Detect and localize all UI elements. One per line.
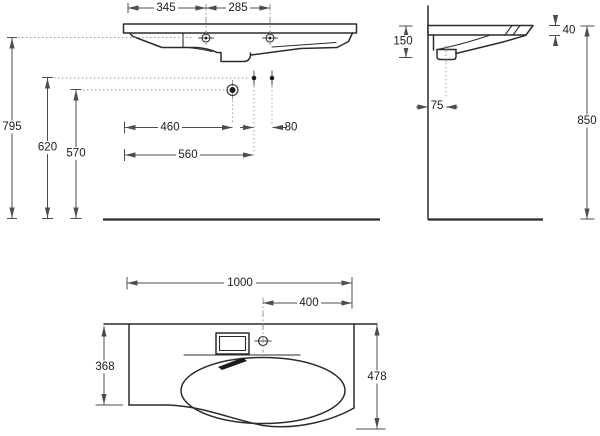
faucet-hole-symbol-left: [198, 33, 214, 43]
front-body-left-outline: [128, 32, 252, 63]
dim-label-285: 285: [228, 2, 247, 14]
front-inner-bowl-curve: [182, 46, 213, 53]
front-countertop: [122, 23, 358, 34]
front-inner-rim-line: [271, 41, 337, 48]
dim-label-570: 570: [66, 148, 85, 160]
dim-label-150: 150: [393, 36, 412, 48]
fixing-hole-marker-1: [251, 70, 257, 86]
front-view: 345 285 795 620 570 460 80 560: [1, 1, 380, 221]
dim-label-795: 795: [2, 121, 21, 133]
side-bowl-inner-curve: [436, 34, 490, 51]
plan-view: 1000 400 368 478: [94, 276, 388, 430]
plan-front-curve: [167, 404, 355, 428]
side-countertop: [427, 24, 534, 36]
plan-overflow-box-inner: [218, 335, 247, 352]
dim-label-620: 620: [38, 142, 57, 154]
dim-label-1000: 1000: [227, 277, 253, 289]
dim-label-368: 368: [95, 361, 114, 373]
dim-label-460: 460: [160, 122, 179, 134]
side-countertop-slope-marks: [504, 24, 521, 36]
drain-symbol: [226, 83, 239, 97]
dim-label-400: 400: [299, 297, 318, 309]
dim-label-850: 850: [577, 115, 596, 127]
fixing-hole-marker-2: [269, 70, 275, 86]
plan-overflow-slot-hatch: [218, 357, 247, 370]
plan-basin-bowl: [180, 356, 346, 425]
dim-label-75: 75: [431, 100, 444, 112]
plan-overflow-box-outer: [215, 332, 250, 355]
side-drain-boss: [436, 48, 457, 61]
dim-label-80: 80: [285, 122, 298, 134]
dim-label-40: 40: [563, 25, 576, 37]
side-bowl-underside: [455, 34, 527, 55]
dim-label-560: 560: [178, 149, 197, 161]
dim-label-345: 345: [156, 2, 175, 14]
front-body-right-outline: [250, 32, 354, 56]
faucet-hole-symbol-right: [262, 33, 278, 43]
side-view: 150 40 75 850: [391, 5, 599, 221]
dim-label-478: 478: [367, 371, 386, 383]
